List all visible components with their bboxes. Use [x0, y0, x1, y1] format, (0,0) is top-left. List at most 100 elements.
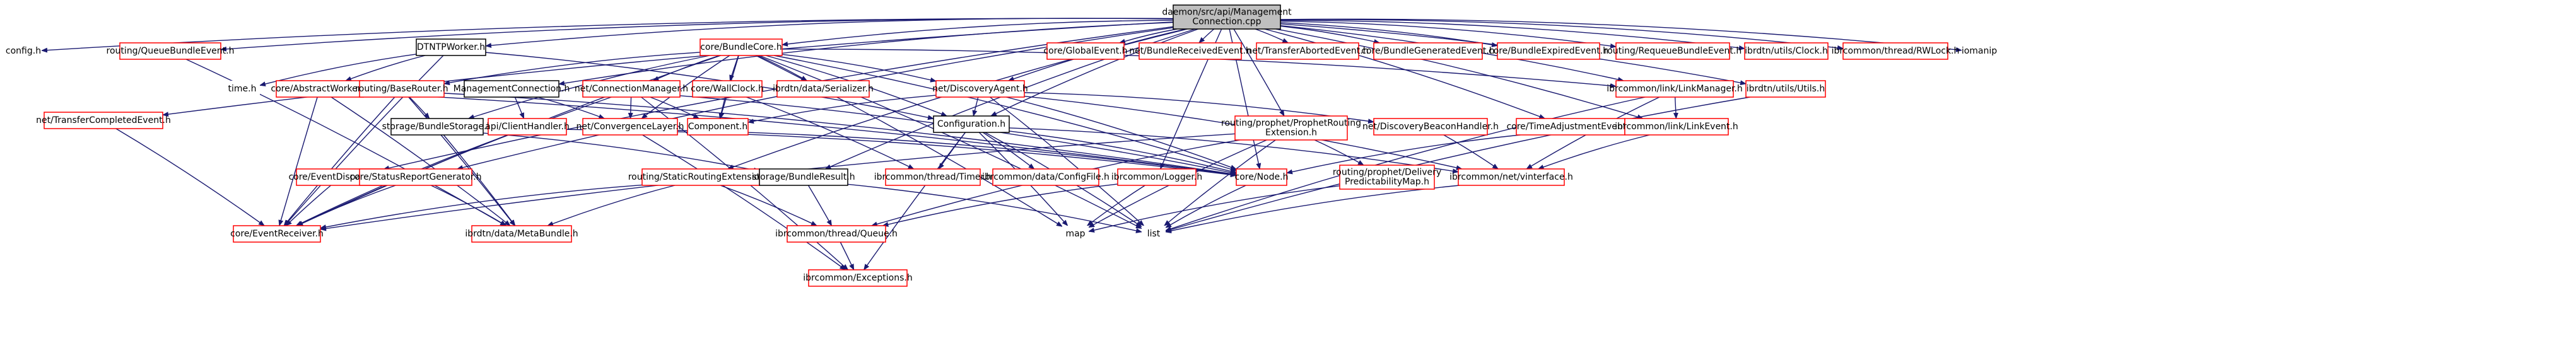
node-label-metaBundle-0: ibrdtn/data/MetaBundle.h [465, 229, 578, 239]
node-label-serializer-0: ibrdtn/data/Serializer.h [773, 84, 874, 94]
node-requeueBundle[interactable]: routing/RequeueBundleEvent.h [1604, 42, 1742, 60]
edge-root-to-bundleCore [782, 20, 1174, 47]
edge-prophet-to-deliveryMap [1314, 139, 1364, 166]
node-box-linkEvent [1624, 118, 1729, 136]
node-deliveryMap[interactable]: routing/prophet/DeliveryPredictabilityMa… [1333, 165, 1441, 190]
edge-root-to-prophet [1233, 28, 1285, 117]
edge-root-to-configuration [990, 28, 1198, 117]
edge-configuration-to-vinterface [1009, 127, 1459, 174]
edge-root-to-requeueBundle [1280, 20, 1617, 49]
edge-statusReport-to-eventReceiver [296, 185, 396, 226]
node-bundleReceived[interactable]: net/BundleReceivedEvent.h [1129, 42, 1251, 60]
node-component[interactable]: Component.h [687, 118, 749, 136]
node-dtntpWorker[interactable]: DTNTPWorker.h [416, 38, 486, 56]
node-rwlock[interactable]: ibrcommon/thread/RWLock.h [1832, 42, 1960, 60]
node-utils[interactable]: ibrdtn/utils/Utils.h [1745, 80, 1826, 98]
node-serializer[interactable]: ibrdtn/data/Serializer.h [773, 80, 874, 98]
node-label-map-0: map [1065, 229, 1085, 239]
node-box-staticRouting [641, 168, 760, 186]
node-eventReceiver[interactable]: core/EventReceiver.h [230, 225, 324, 243]
edge-staticRouting-to-queue [720, 185, 817, 226]
edge-bundleCore-to-baseRouter [443, 52, 701, 86]
node-box-bundleCore [700, 38, 783, 56]
node-clientHandler[interactable]: api/ClientHandler.h [485, 118, 570, 136]
edge-root-to-linkEvent [1275, 28, 1644, 120]
node-bundleResult[interactable]: storage/BundleResult.h [752, 168, 855, 186]
node-queue[interactable]: ibrcommon/thread/Queue.h [775, 225, 898, 243]
node-clock[interactable]: ibrdtn/utils/Clock.h [1744, 42, 1829, 60]
node-configFile[interactable]: ibrcommon/data/ConfigFile.h [982, 168, 1109, 186]
node-connManager[interactable]: net/ConnectionManager.h [575, 80, 688, 98]
node-label-config-0: config.h [6, 46, 41, 56]
node-timeAdjust[interactable]: core/TimeAdjustmentEvent.h [1506, 118, 1635, 136]
edge-connManager-to-component [650, 96, 700, 119]
node-box-exceptions [808, 269, 908, 287]
edge-connManager-to-convLayer [628, 96, 633, 119]
node-label-logger-0: ibrcommon/Logger.h [1111, 172, 1202, 182]
node-convLayer[interactable]: net/ConvergenceLayer.h [576, 118, 684, 136]
node-bundleGenerated[interactable]: core/BundleGeneratedEvent.h [1361, 42, 1495, 60]
node-label-baseRouter-0: routing/BaseRouter.h [355, 84, 448, 94]
edge-linkEvent-to-vinterface [1537, 134, 1650, 170]
node-linkEvent[interactable]: ibrcommon/link/LinkEvent.h [1615, 118, 1738, 136]
edge-deliveryMap-to-map [1088, 185, 1340, 233]
edge-root-to-bundleGenerated [1280, 25, 1381, 44]
node-nodeh[interactable]: core/Node.h [1235, 168, 1289, 186]
node-label-convLayer-0: net/ConvergenceLayer.h [576, 122, 684, 132]
node-box-vinterface [1458, 168, 1565, 186]
node-label-bundleCore-0: core/BundleCore.h [700, 42, 782, 52]
node-timer[interactable]: ibrcommon/thread/Timer.h [874, 168, 992, 186]
node-staticRouting[interactable]: routing/StaticRoutingExtension.h [628, 168, 774, 186]
edge-baseRouter-to-eventReceiver [283, 96, 395, 226]
node-vinterface[interactable]: ibrcommon/net/vinterface.h [1449, 168, 1573, 186]
edge-staticRouting-to-eventReceiver [320, 184, 643, 229]
node-label-linkManager-0: ibrcommon/link/LinkManager.h [1607, 84, 1742, 94]
node-globalEvent[interactable]: core/GlobalEvent.h [1043, 42, 1128, 60]
node-linkManager[interactable]: ibrcommon/link/LinkManager.h [1607, 80, 1743, 98]
node-discBeacon[interactable]: net/DiscoveryBeaconHandler.h [1362, 118, 1499, 136]
node-transferCompleted[interactable]: net/TransferCompletedEvent.h [36, 112, 171, 129]
node-label-bundleExpired-0: core/BundleExpiredEvent.h [1489, 46, 1608, 56]
node-box-logger [1117, 168, 1197, 186]
edge-wallClock-to-component [718, 96, 726, 119]
node-transferAborted[interactable]: net/TransferAbortedEvent.h [1246, 42, 1369, 60]
node-discoveryAgent[interactable]: net/DiscoveryAgent.h [932, 80, 1028, 98]
node-label-discBeacon-0: net/DiscoveryBeaconHandler.h [1362, 122, 1499, 132]
node-prophet[interactable]: routing/prophet/ProphetRoutingExtension.… [1221, 115, 1361, 141]
node-mgmtConn[interactable]: ManagementConnection.h [454, 80, 570, 98]
node-label-timer-0: ibrcommon/thread/Timer.h [874, 172, 992, 182]
edge-discoveryAgent-to-nodeh [1006, 96, 1237, 170]
node-box-bundleReceived [1139, 42, 1242, 60]
node-bundleStorage[interactable]: storage/BundleStorage.h [382, 118, 493, 136]
node-box-config [5, 43, 42, 59]
node-box-transferCompleted [44, 112, 163, 129]
node-box-queue [787, 225, 886, 243]
node-baseRouter[interactable]: routing/BaseRouter.h [355, 80, 448, 98]
node-label-timeAdjust-0: core/TimeAdjustmentEvent.h [1506, 122, 1634, 132]
edge-discoveryAgent-to-configuration [972, 96, 979, 117]
node-statusReport[interactable]: core/StatusReportGenerator.h [349, 168, 482, 186]
node-metaBundle[interactable]: ibrdtn/data/MetaBundle.h [465, 225, 578, 243]
edge-timeAdjust-to-nodeh [1286, 134, 1521, 175]
node-label-staticRouting-0: routing/StaticRoutingExtension.h [628, 172, 774, 182]
node-box-nodeh [1236, 168, 1287, 186]
node-abstractWorker[interactable]: core/AbstractWorker.h [271, 80, 369, 98]
node-configuration[interactable]: Configuration.h [933, 115, 1010, 133]
node-wallClock[interactable]: core/WallClock.h [691, 80, 764, 98]
node-queueBundleEvent[interactable]: routing/QueueBundleEvent.h [107, 42, 235, 60]
edge-root-to-globalEvent [1118, 28, 1178, 44]
edge-mgmtConn-to-convLayer [537, 96, 606, 119]
node-box-deliveryMap [1339, 165, 1435, 190]
edge-dtntpWorker-to-eventReceiver [284, 55, 444, 226]
edge-bundleCore-to-wallClock [729, 55, 739, 81]
node-bundleExpired[interactable]: core/BundleExpiredEvent.h [1489, 42, 1608, 60]
node-logger[interactable]: ibrcommon/Logger.h [1111, 168, 1202, 186]
node-box-root [1173, 4, 1281, 30]
edge-bundleCore-to-map [755, 55, 1063, 227]
node-label-requeueBundle-0: routing/RequeueBundleEvent.h [1604, 46, 1742, 56]
node-label-bundleStorage-0: storage/BundleStorage.h [382, 122, 493, 132]
node-exceptions[interactable]: ibrcommon/Exceptions.h [803, 269, 913, 287]
node-label-queue-0: ibrcommon/thread/Queue.h [775, 229, 898, 239]
edge-nodeh-to-list [1165, 185, 1246, 228]
node-bundleCore[interactable]: core/BundleCore.h [700, 38, 783, 56]
